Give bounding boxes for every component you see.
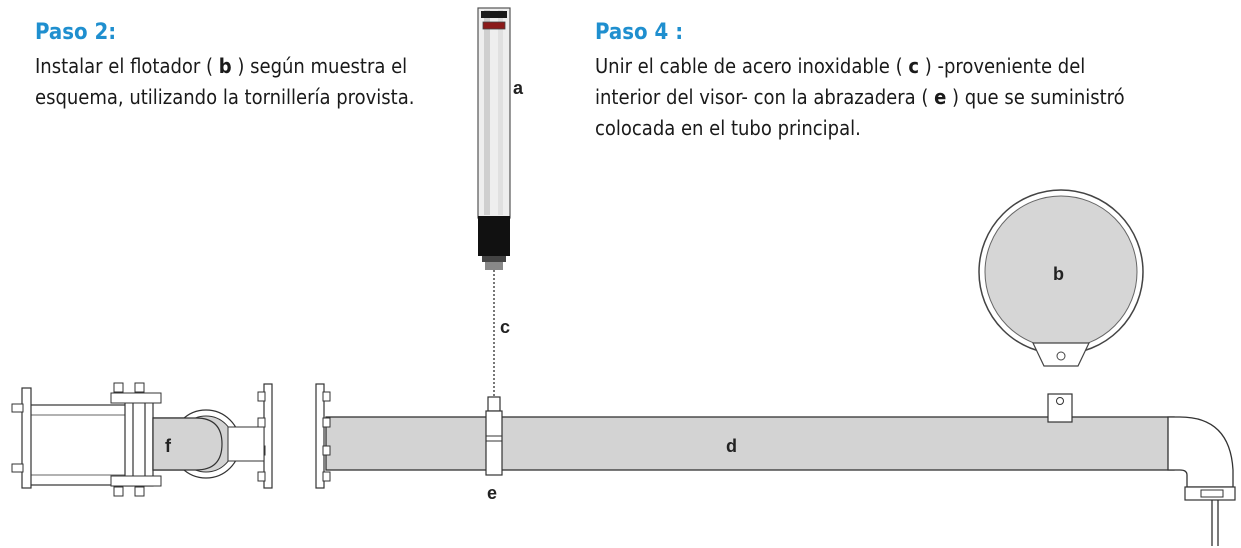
label-e: e (487, 483, 497, 503)
label-b: b (1053, 264, 1064, 284)
step-2-title: Paso 2: (35, 20, 117, 45)
label-d: d (726, 436, 737, 456)
step-4-key-c: c (908, 54, 919, 78)
step-4-key-e: e (934, 85, 947, 109)
step-2-text-part: Instalar el flotador ( (35, 54, 219, 78)
label-f: f (165, 436, 172, 456)
main-pipe-d (325, 416, 1236, 546)
step-4-text-part: ) que se suministró colocada en el tubo … (595, 85, 1125, 140)
label-a: a (513, 78, 524, 98)
tee-fitting-f (11, 382, 265, 497)
float-b (978, 189, 1144, 423)
step-4-text-part: Unir el cable de acero inoxidable ( (595, 54, 909, 78)
sight-glass-a (477, 7, 511, 270)
step-2-instructions: Paso 2: Instalar el flotador ( b ) según… (35, 20, 455, 113)
step-2-key-b: b (218, 54, 232, 78)
step-4-title: Paso 4 : (595, 20, 684, 45)
step-4-text: Unir el cable de acero inoxidable ( c ) … (595, 51, 1155, 144)
clamp-e (485, 396, 503, 476)
step-2-text-part: ) según muestra el esquema, utilizando l… (35, 54, 415, 109)
flange-pair (257, 383, 331, 489)
step-4-text-part: ) -proveniente del interior del visor- c… (595, 54, 1086, 109)
step-2-text: Instalar el flotador ( b ) según muestra… (35, 51, 455, 113)
label-c: c (500, 317, 510, 337)
step-4-instructions: Paso 4 : Unir el cable de acero inoxidab… (595, 20, 1155, 144)
